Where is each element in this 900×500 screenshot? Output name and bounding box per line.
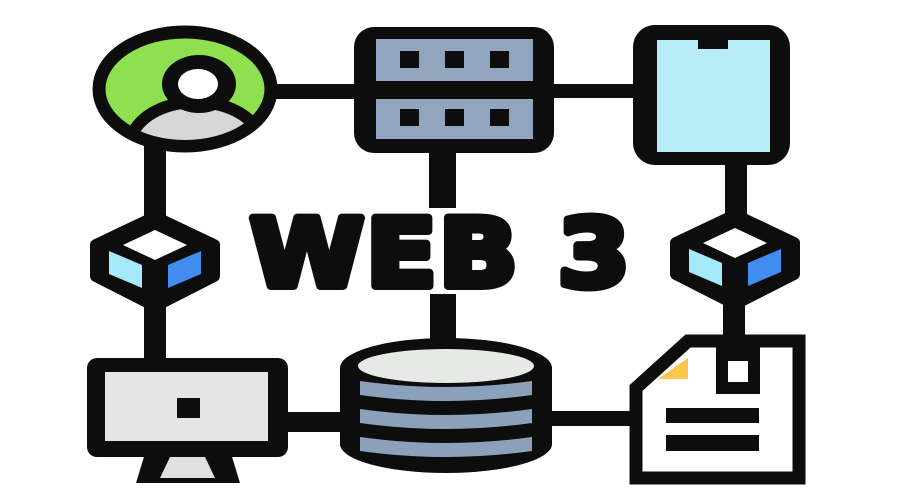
cube-left-face xyxy=(689,249,722,286)
tablet-icon xyxy=(633,25,790,165)
connector-user-cube xyxy=(144,145,166,220)
cube-icon-right xyxy=(670,209,800,310)
connector-cube-monitor xyxy=(144,304,166,362)
web3-title: WEB 3 xyxy=(246,196,634,313)
database-band xyxy=(360,381,532,401)
cube-top-face xyxy=(123,230,187,260)
cube-icon-left xyxy=(90,211,220,312)
connector-server-tablet xyxy=(548,84,640,98)
cube-body xyxy=(90,211,220,312)
connector-monitor-database xyxy=(288,412,346,432)
connector-title-database xyxy=(430,294,456,344)
server-icon xyxy=(354,27,554,153)
document-fold-corner xyxy=(658,358,688,379)
cube-body xyxy=(670,209,800,310)
cube-right-face xyxy=(168,251,201,288)
document-text-line xyxy=(666,435,759,451)
cube-right-face xyxy=(748,249,781,286)
database-band xyxy=(360,437,532,457)
avatar-head-center xyxy=(178,69,218,99)
monitor-logo-block xyxy=(177,398,200,418)
database-band xyxy=(360,409,532,429)
monitor-stand-inner xyxy=(160,457,215,478)
tablet-notch xyxy=(698,36,728,49)
document-icon xyxy=(629,334,806,485)
connector-server-title xyxy=(429,148,456,208)
connector-database-document xyxy=(550,411,632,426)
monitor-icon xyxy=(87,358,288,483)
database-icon xyxy=(340,338,552,473)
connector-user-server xyxy=(266,84,362,99)
document-text-line xyxy=(666,408,759,423)
connector-tablet-cube xyxy=(725,156,747,216)
connector-cube-document xyxy=(723,300,745,342)
cube-left-face xyxy=(109,251,142,288)
tablet-screen xyxy=(657,40,770,152)
user-avatar-icon xyxy=(92,25,278,153)
cube-top-face xyxy=(703,228,767,258)
web3-title-text: WEB 3 xyxy=(250,200,632,309)
database-top-face xyxy=(358,349,534,383)
